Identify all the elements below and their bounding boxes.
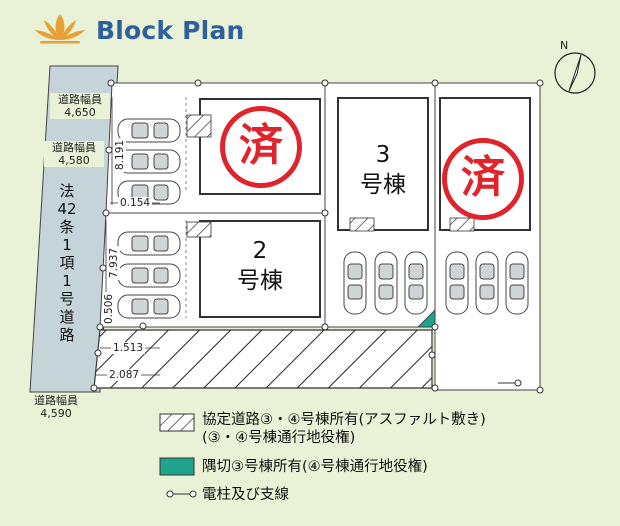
car-icon xyxy=(404,251,428,315)
legend-item-corner-cut: 隅切③号棟所有(④号棟通行地役権) xyxy=(202,459,428,475)
road-type-char: 42 xyxy=(57,200,77,218)
car-icon xyxy=(117,231,181,256)
car-icon xyxy=(505,251,529,315)
road-width-top: 道路幅員 4,650 xyxy=(50,93,110,119)
road-type-char: 1 xyxy=(62,272,72,290)
road-type-char: 法 xyxy=(59,182,75,200)
entry-lot2 xyxy=(186,221,212,238)
parking-lot1 xyxy=(117,118,181,205)
dimension-2087: 2.087 xyxy=(107,369,142,381)
building-lot2 xyxy=(199,220,321,318)
lot2-label: 2 号棟 xyxy=(220,236,300,296)
car-icon xyxy=(117,263,181,288)
entry-lot1 xyxy=(186,114,212,138)
car-icon xyxy=(343,251,367,315)
road-type-char: 条 xyxy=(59,218,75,236)
legend-item-agreement-road: 協定道路③・④号棟所有(アスファルト敷き) (③・④号棟通行地役権) xyxy=(202,411,486,447)
car-icon xyxy=(374,251,398,315)
entry-lot3 xyxy=(349,217,375,232)
car-icon xyxy=(117,118,181,143)
dimension-8191: 8.191 xyxy=(114,137,126,172)
page-title: Block Plan xyxy=(96,16,245,45)
legend-item-utility-pole: 電柱及び支線 xyxy=(202,487,289,503)
road-width-bottom: 道路幅員 4,590 xyxy=(26,394,86,420)
car-icon xyxy=(117,294,181,319)
legend-item-agreement-road-line2: (③・④号棟通行地役権) xyxy=(202,430,356,446)
road-width-value: 4,650 xyxy=(64,106,96,119)
north-letter: N xyxy=(560,40,568,52)
road-width-label: 道路幅員 xyxy=(58,93,102,106)
road-type-char: 路 xyxy=(59,326,75,344)
car-icon xyxy=(445,251,469,315)
north-arrow-icon: N xyxy=(554,40,596,94)
dimension-7937: 7.937 xyxy=(108,245,120,280)
lot3-number: 3 xyxy=(375,142,391,168)
legend-item-agreement-road-line1: 協定道路③・④号棟所有(アスファルト敷き) xyxy=(202,412,486,428)
road-width-value: 4,580 xyxy=(58,154,90,167)
agreement-road xyxy=(93,329,433,389)
dimension-0506: 0.506 xyxy=(103,291,115,326)
legend-pole-icon xyxy=(166,490,197,498)
corner-cut xyxy=(417,309,436,328)
road-type-char: 道 xyxy=(59,308,75,326)
utility-pole-icon xyxy=(498,379,522,387)
sold-stamp-lot1: 済 xyxy=(220,106,302,188)
lot3-label: 3 号棟 xyxy=(343,140,423,200)
lot2-suffix: 号棟 xyxy=(237,268,283,294)
legend-hatch-swatch xyxy=(159,413,195,432)
sold-stamp-lot4: 済 xyxy=(442,138,524,220)
road-type-char: 項 xyxy=(59,254,75,272)
dimension-1513: 1.513 xyxy=(111,342,146,354)
header: Block Plan xyxy=(0,0,620,60)
lot2-number: 2 xyxy=(252,238,268,264)
road-width-label: 道路幅員 xyxy=(34,394,78,407)
dimension-0154: 0.154 xyxy=(118,197,153,209)
legend-corner-swatch xyxy=(159,457,195,476)
parking-lot4 xyxy=(445,251,529,315)
parking-lot3 xyxy=(343,251,428,315)
lotus-logo-icon xyxy=(35,14,85,44)
building-lot3 xyxy=(337,97,429,231)
road-type-char: 1 xyxy=(62,236,72,254)
entry-lot4 xyxy=(449,217,475,232)
parking-lot2 xyxy=(117,231,181,319)
road-width-label: 道路幅員 xyxy=(52,141,96,154)
car-icon xyxy=(475,251,499,315)
road-width-mid: 道路幅員 4,580 xyxy=(44,141,104,167)
road-width-value: 4,590 xyxy=(40,407,72,420)
road-type-label: 法 42 条 1 項 1 号 道 路 xyxy=(57,182,77,344)
car-icon xyxy=(117,149,181,174)
road-type-char: 号 xyxy=(59,290,75,308)
lot3-suffix: 号棟 xyxy=(360,172,406,198)
